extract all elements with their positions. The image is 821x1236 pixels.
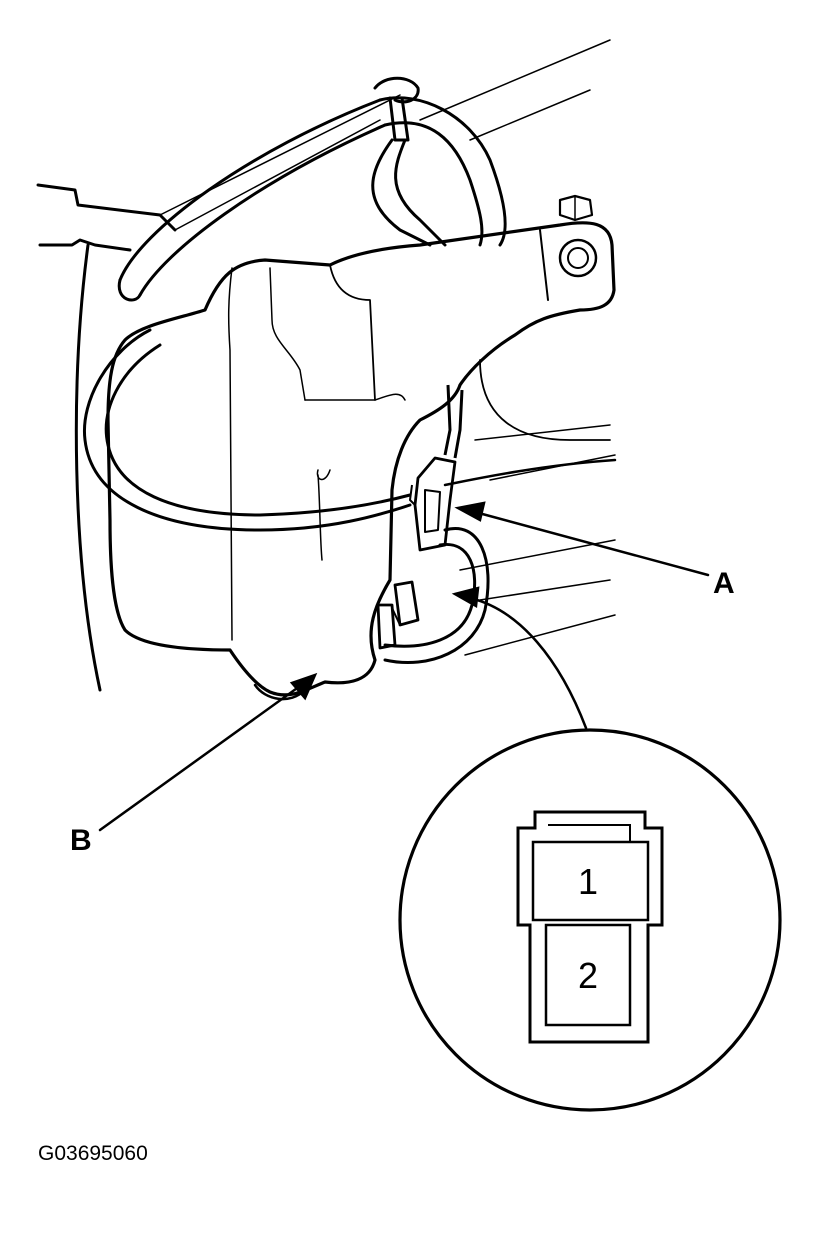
figure-code: G03695060 bbox=[38, 1142, 148, 1165]
connector-face-outline bbox=[516, 810, 664, 1044]
terminal-1-label: 1 bbox=[578, 861, 598, 902]
connector-detail-circle: 1 2 bbox=[398, 728, 782, 1112]
pump-connector-a bbox=[409, 384, 464, 552]
background-body-panel bbox=[36, 39, 617, 692]
washer-pump-b bbox=[376, 580, 420, 650]
terminal-1-cavity bbox=[531, 840, 650, 922]
terminal-2-cavity bbox=[544, 923, 632, 1027]
terminal-2-label: 2 bbox=[578, 955, 598, 996]
callout-b-label: B bbox=[70, 824, 92, 857]
leader-lines bbox=[98, 501, 710, 832]
callout-a-label: A bbox=[713, 567, 735, 600]
washer-reservoir-tank bbox=[106, 194, 616, 701]
